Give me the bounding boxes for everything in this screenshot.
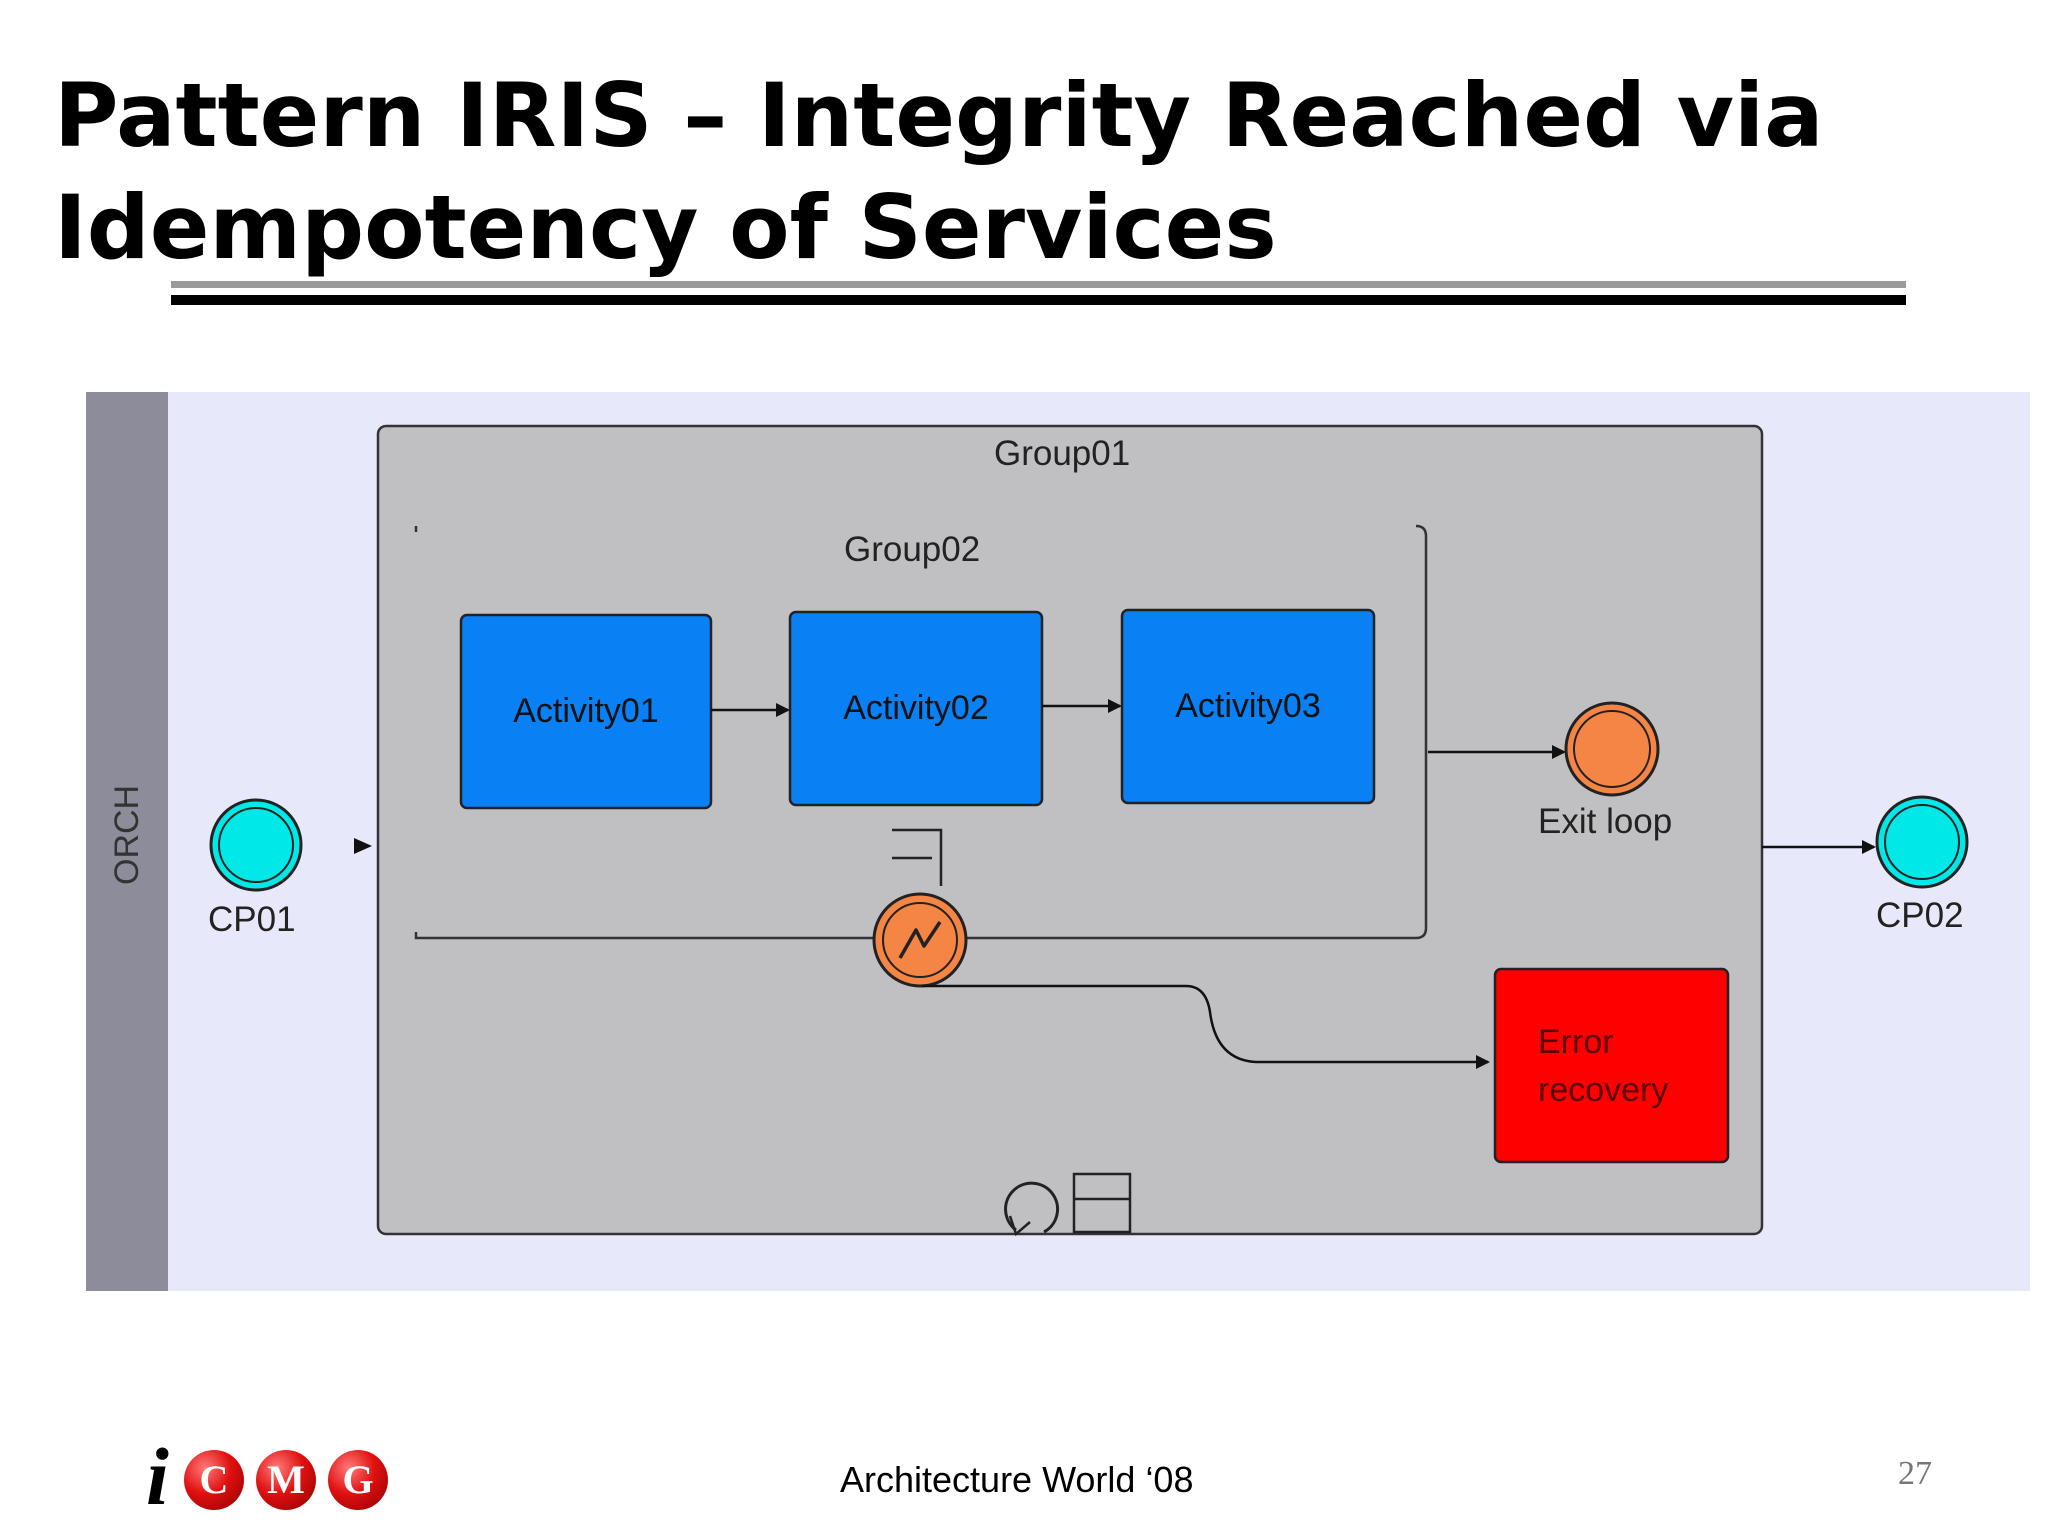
start-event-cp01-inner [218,807,294,883]
annotation-bracket [892,828,943,886]
pool-label: ORCH [108,784,146,885]
lightning-icon [898,921,942,959]
exit-loop-event-inner [1573,710,1651,788]
start-event-label: CP01 [208,900,296,939]
diagram-canvas [86,392,2030,1291]
activity01-label: Activity01 [513,692,659,730]
end-event-cp02-inner [1884,804,1960,880]
error-recovery-box [1493,967,1730,1164]
end-event-label: CP02 [1876,896,1964,935]
bpmn-diagram: ORCH Group01 Group02 Activity01 Activity… [86,392,2030,1291]
group01-box [376,424,1764,1236]
page-number: 27 [1898,1455,1932,1492]
error-boundary-event-inner [882,902,958,978]
activity01-box [459,613,713,810]
group01-label: Group01 [994,434,1131,473]
group02-outline [414,524,1428,940]
lane-header [86,392,168,1291]
loop-marker-arrowhead [1008,1215,1031,1237]
title-rule-gray [171,281,1906,288]
activity02-box [788,610,1044,807]
error-recovery-label: Error recovery [1538,1018,1668,1114]
exit-loop-label: Exit loop [1538,802,1673,841]
icmg-logo: i C M G [146,1434,406,1520]
error-recovery-line-2: recovery [1538,1071,1669,1109]
title-line-2: Idempotency of Services [54,176,1277,279]
loop-marker-icon [1004,1181,1060,1234]
logo-ball-g: G [328,1450,388,1510]
group02-label: Group02 [844,530,981,569]
slide-title: Pattern IRIS – Integrity Reached via Ide… [54,60,2014,284]
logo-letter-i: i [146,1431,169,1522]
activity02-label: Activity02 [843,689,989,727]
start-event-cp01 [209,798,303,892]
exit-loop-event [1564,701,1660,797]
logo-ball-c: C [184,1450,244,1510]
end-event-cp02 [1875,795,1969,889]
title-rule-black [171,295,1906,305]
activity03-label: Activity03 [1175,687,1321,725]
logo-ball-m: M [256,1450,316,1510]
error-recovery-line-1: Error [1538,1023,1614,1061]
collapsed-marker-box [1072,1172,1132,1234]
flow-error-recovery [922,984,1490,1069]
footer-title: Architecture World ‘08 [840,1459,1194,1500]
title-line-1: Pattern IRIS – Integrity Reached via [54,64,1824,167]
flow-into-group01-arrowhead [354,838,372,854]
activity03-box [1120,608,1376,805]
